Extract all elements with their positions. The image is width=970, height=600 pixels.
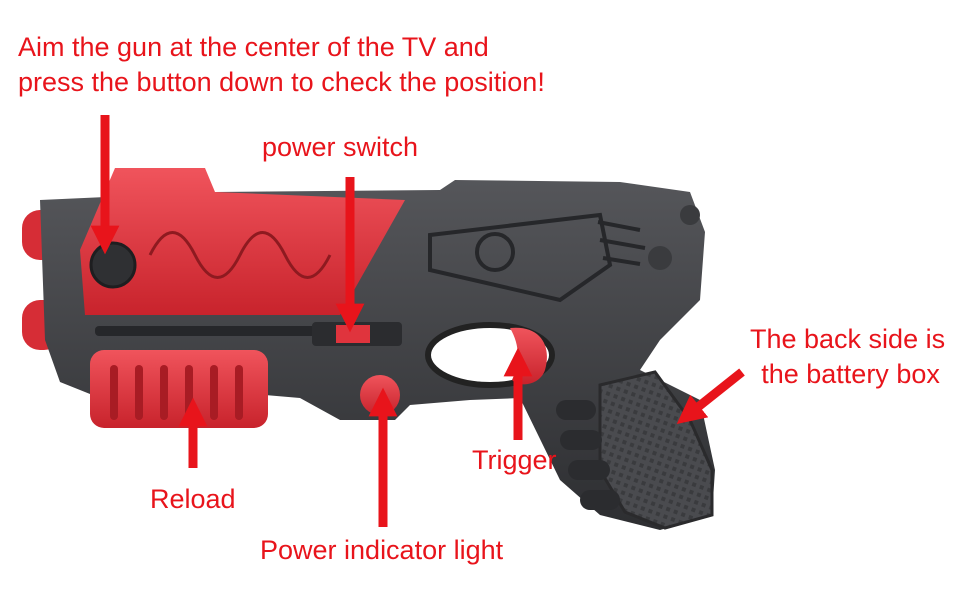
label-power-switch: power switch — [262, 132, 419, 162]
aim-button — [89, 241, 137, 289]
callout-arrows — [90, 115, 745, 527]
label-reload: Reload — [150, 484, 236, 514]
label-back-side: The back side is the battery box — [750, 322, 945, 392]
label-back-line-1: The back side is — [750, 324, 946, 354]
slide-wave-decoration — [148, 231, 332, 279]
power-switch — [312, 322, 402, 346]
label-power-indicator: Power indicator light — [260, 535, 504, 565]
label-trigger: Trigger — [472, 445, 557, 475]
label-aim-line-2: press the button down to check the posit… — [18, 67, 545, 98]
body-round-knob — [648, 246, 672, 270]
label-aim-instruction: Aim the gun at the center of the TV and … — [18, 30, 545, 100]
arrow-back-side — [676, 368, 745, 424]
reload-pump — [90, 350, 268, 428]
red-top-slide — [80, 168, 405, 315]
label-back-line-2: the battery box — [761, 359, 940, 390]
grip — [598, 370, 714, 530]
body-details — [428, 212, 646, 303]
grip-finger-ridges — [556, 400, 620, 510]
label-aim-line-1: Aim the gun at the center of the TV and — [18, 32, 489, 62]
